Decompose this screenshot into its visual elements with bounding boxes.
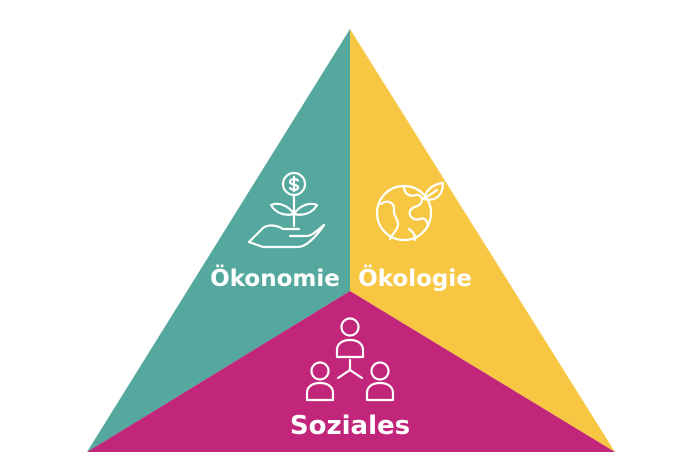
globe-leaf-icon xyxy=(375,181,445,242)
label-soziales: Soziales xyxy=(290,411,410,441)
segment-oekologie xyxy=(350,29,615,452)
people-network-icon xyxy=(305,317,395,402)
money-plant-hand-icon xyxy=(247,171,326,249)
label-oekonomie: Ökonomie xyxy=(210,264,340,292)
segment-oekonomie xyxy=(87,29,350,452)
label-oekologie: Ökologie xyxy=(358,264,472,292)
